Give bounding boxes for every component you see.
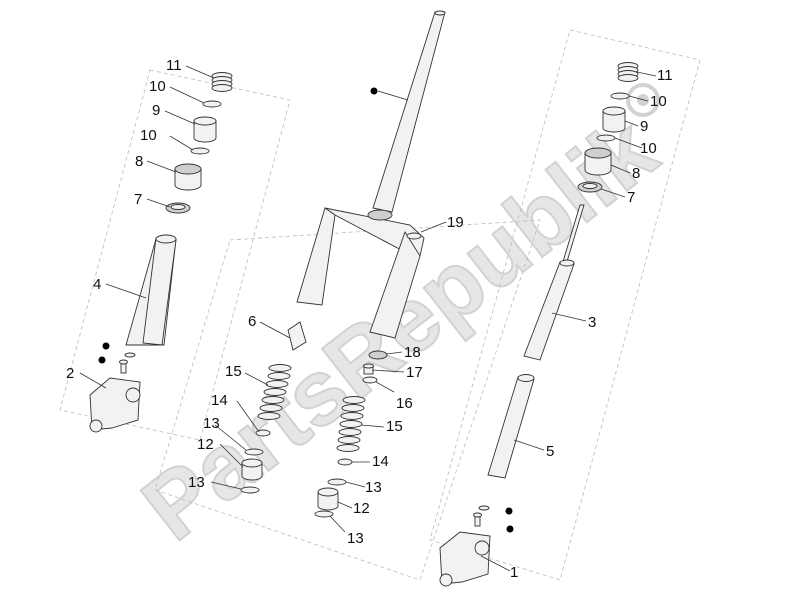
bullet-left-1 xyxy=(102,342,110,350)
callout-17: 17 xyxy=(406,364,423,381)
callout-10-left-lower: 10 xyxy=(140,127,157,144)
callout-2: 2 xyxy=(66,365,74,382)
part-9-left xyxy=(193,116,217,143)
callout-15-left: 15 xyxy=(225,363,242,380)
callout-9-left: 9 xyxy=(152,102,160,119)
part-13-ring-right-upper xyxy=(327,478,347,486)
callout-14-right: 14 xyxy=(372,453,389,470)
callout-13-left-upper: 13 xyxy=(203,415,220,432)
part-4-left-tube xyxy=(125,234,177,346)
callout-6: 6 xyxy=(248,313,256,330)
part-10-right-lower xyxy=(596,134,616,142)
callout-7-left: 7 xyxy=(134,191,142,208)
callout-13-right-lower: 13 xyxy=(347,530,364,547)
part-bolt-left xyxy=(119,359,128,374)
callout-11-right: 11 xyxy=(657,67,673,84)
callout-12-left: 12 xyxy=(197,436,214,453)
part-2-left-caliper-mount xyxy=(89,377,141,433)
callout-9-right: 9 xyxy=(640,118,648,135)
callout-15-right: 15 xyxy=(386,418,403,435)
callout-1: 1 xyxy=(510,564,518,581)
leader-lines xyxy=(79,65,657,572)
bullet-left-2 xyxy=(98,356,106,364)
callout-5: 5 xyxy=(546,443,554,460)
callout-11-left: 11 xyxy=(166,57,182,74)
part-8-right xyxy=(584,147,612,176)
part-17-collar xyxy=(363,363,374,375)
callout-13-left-lower: 13 xyxy=(188,474,205,491)
part-15-spring-right xyxy=(336,396,366,452)
part-12-bush-left xyxy=(241,458,263,481)
part-7-right xyxy=(577,181,603,193)
callout-13-right-upper: 13 xyxy=(365,479,382,496)
bullet-right-1 xyxy=(505,507,513,515)
callout-3: 3 xyxy=(588,314,596,331)
bullet-right-2 xyxy=(506,525,514,533)
callout-10-left-upper: 10 xyxy=(149,78,166,95)
part-3-damper xyxy=(523,204,585,361)
part-13-ring-right-lower xyxy=(314,510,334,518)
callout-12-right: 12 xyxy=(353,500,370,517)
callout-4: 4 xyxy=(93,276,101,293)
part-14-clip-left xyxy=(255,429,271,437)
part-7-left xyxy=(165,202,191,214)
part-10-left-lower xyxy=(190,147,210,155)
part-washer-right xyxy=(478,505,490,511)
part-13-ring-left-lower xyxy=(240,486,260,494)
part-13-ring-left-upper xyxy=(244,448,264,456)
part-1-right-caliper-mount xyxy=(439,531,491,587)
callout-8-left: 8 xyxy=(135,153,143,170)
fork-crown xyxy=(296,207,425,339)
part-11-left xyxy=(211,72,233,92)
part-15-spring-left xyxy=(257,364,292,420)
part-19-bolt xyxy=(406,232,422,240)
part-16-washer xyxy=(362,376,378,384)
callout-labels: 11 10 9 10 8 7 4 2 6 15 14 13 12 13 19 1… xyxy=(66,57,673,581)
part-5-right-tube xyxy=(487,374,535,479)
callout-7-right: 7 xyxy=(627,189,635,206)
part-18-seal xyxy=(368,350,388,360)
callout-10-right-lower: 10 xyxy=(640,140,657,157)
callout-18: 18 xyxy=(404,344,421,361)
part-11-right xyxy=(617,62,639,82)
callout-14-left: 14 xyxy=(211,392,228,409)
part-10-right-upper xyxy=(610,92,630,100)
part-8-left xyxy=(174,163,202,191)
callout-8-right: 8 xyxy=(632,165,640,182)
part-6-cap xyxy=(287,321,307,351)
callout-10-right-upper: 10 xyxy=(650,93,667,110)
bullet-center xyxy=(370,87,378,95)
steering-tube xyxy=(372,10,446,213)
callout-16: 16 xyxy=(396,395,413,412)
part-14-clip-right xyxy=(337,458,353,466)
callout-19: 19 xyxy=(447,214,464,231)
part-washer-left xyxy=(124,352,136,358)
part-9-right xyxy=(602,106,626,133)
part-10-left-upper xyxy=(202,100,222,108)
part-12-bush-right xyxy=(317,487,339,511)
part-bolt-right xyxy=(473,512,482,527)
